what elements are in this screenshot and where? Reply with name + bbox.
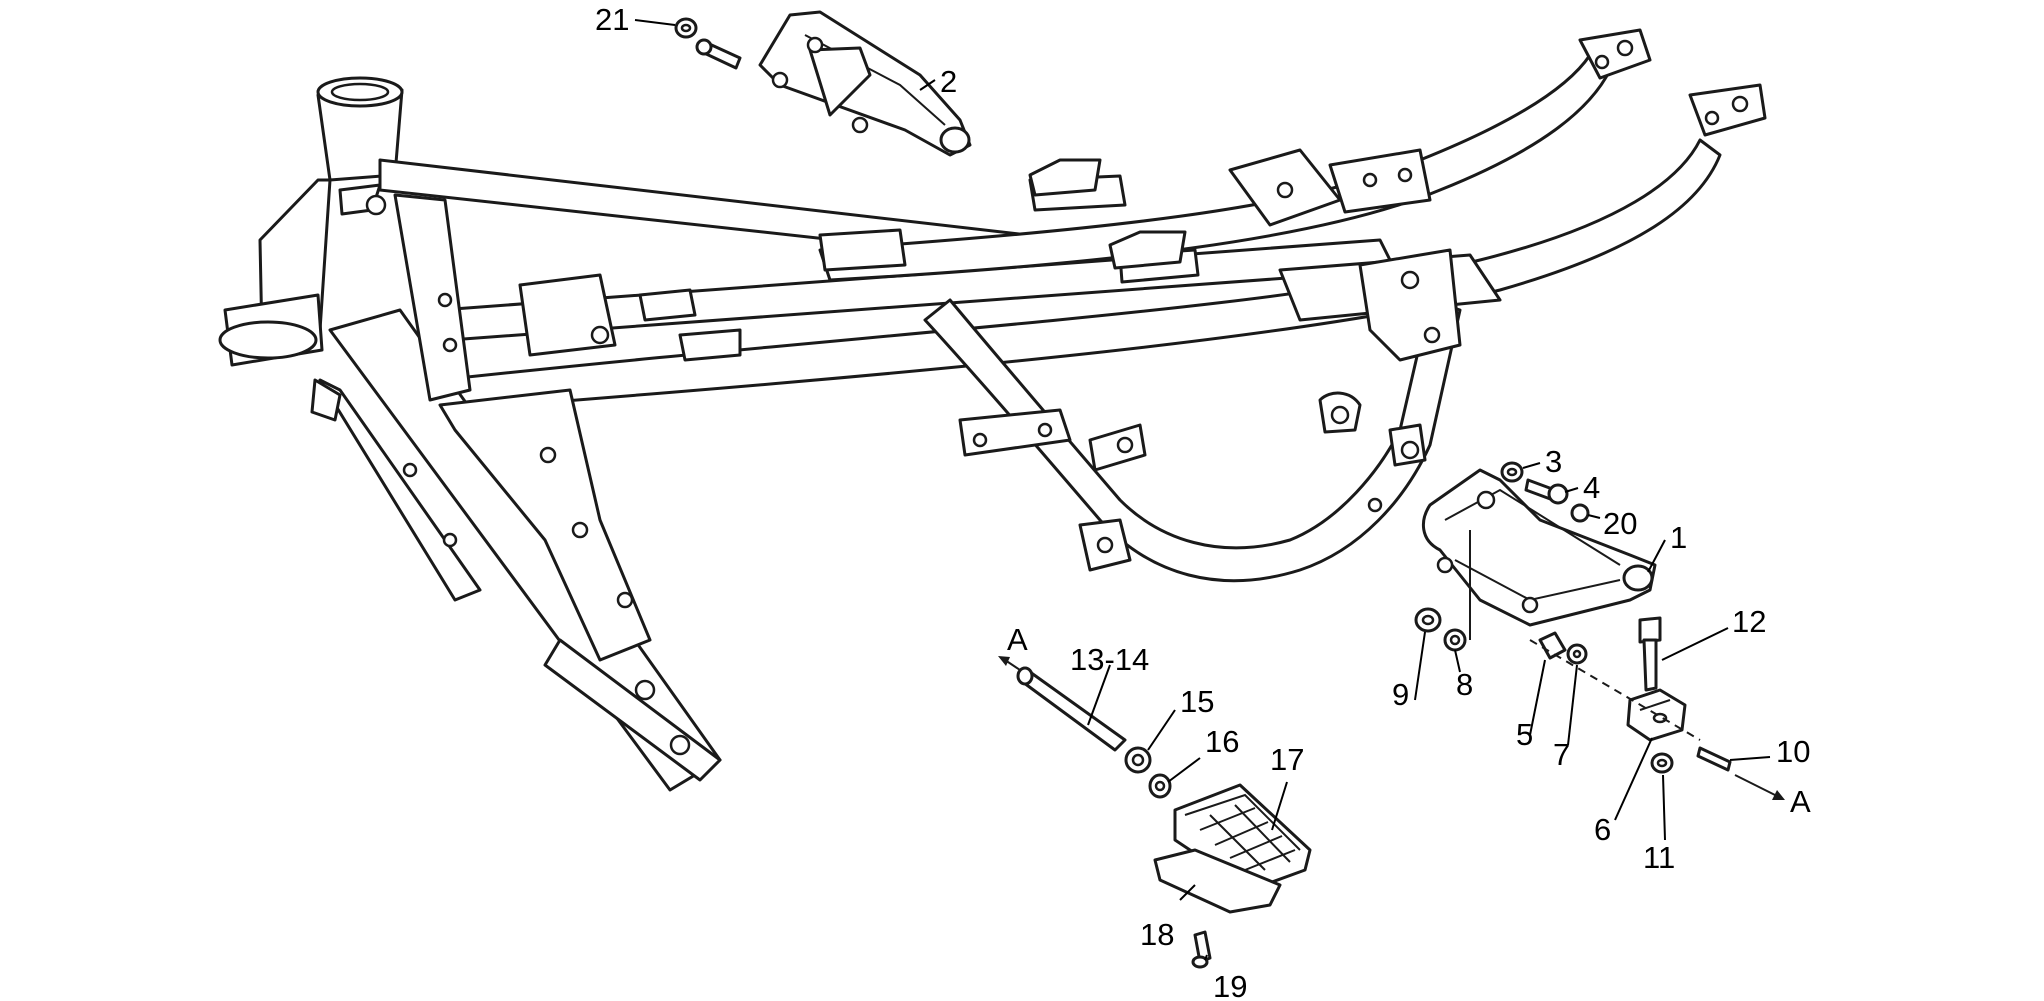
callout-19: 19	[1213, 969, 1247, 1001]
part-21-nut	[674, 17, 742, 70]
part-17-footpeg	[1173, 783, 1312, 892]
part-15-washer	[1124, 746, 1152, 774]
main-frame	[218, 28, 1767, 792]
callout-8: 8	[1456, 667, 1473, 702]
steering-head	[218, 76, 404, 367]
part-16-clip	[1148, 773, 1172, 799]
part-19-bolt	[1191, 930, 1212, 969]
parts-3-4-20-fasteners	[1500, 461, 1590, 523]
callout-16: 16	[1205, 724, 1239, 759]
rear-bracket-upper	[1578, 28, 1652, 80]
section-marker-a-left: A	[1007, 622, 1028, 657]
part-13-14-pin	[1016, 666, 1127, 752]
callout-21: 21	[595, 2, 629, 37]
callout-6: 6	[1594, 812, 1611, 847]
callout-17: 17	[1270, 742, 1304, 777]
part-18-plate	[1153, 848, 1282, 914]
callout-13-14: 13-14	[1070, 642, 1149, 677]
gusset-plate	[438, 388, 652, 662]
part-10-screw	[1696, 746, 1732, 772]
callout-10: 10	[1776, 734, 1810, 769]
callout-12: 12	[1732, 604, 1766, 639]
part-12-bolt	[1638, 616, 1662, 692]
callout-20: 20	[1603, 506, 1637, 541]
part-2-bracket	[758, 10, 972, 157]
parts-5-7-spacer	[1538, 631, 1588, 665]
callout-5: 5	[1516, 717, 1533, 752]
callout-18: 18	[1140, 917, 1174, 952]
callout-labels: 21 2 3 4 20 1 12 13-14 15 16 17 18 19 9 …	[595, 2, 1811, 1001]
callout-9: 9	[1392, 677, 1409, 712]
part-11-nut	[1650, 752, 1674, 774]
main-rail-left	[818, 53, 1612, 282]
section-arrow-right	[1734, 774, 1776, 796]
section-marker-a-right: A	[1790, 784, 1811, 819]
callout-1: 1	[1670, 520, 1687, 555]
callout-15: 15	[1180, 684, 1214, 719]
callout-7: 7	[1553, 737, 1570, 772]
part-1-bracket	[1421, 468, 1657, 627]
callout-11: 11	[1643, 840, 1675, 875]
rear-bracket-lower	[1688, 83, 1767, 137]
leader-lines	[634, 19, 1771, 961]
callout-3: 3	[1545, 444, 1562, 479]
callout-4: 4	[1583, 470, 1600, 505]
callout-2: 2	[940, 64, 957, 99]
